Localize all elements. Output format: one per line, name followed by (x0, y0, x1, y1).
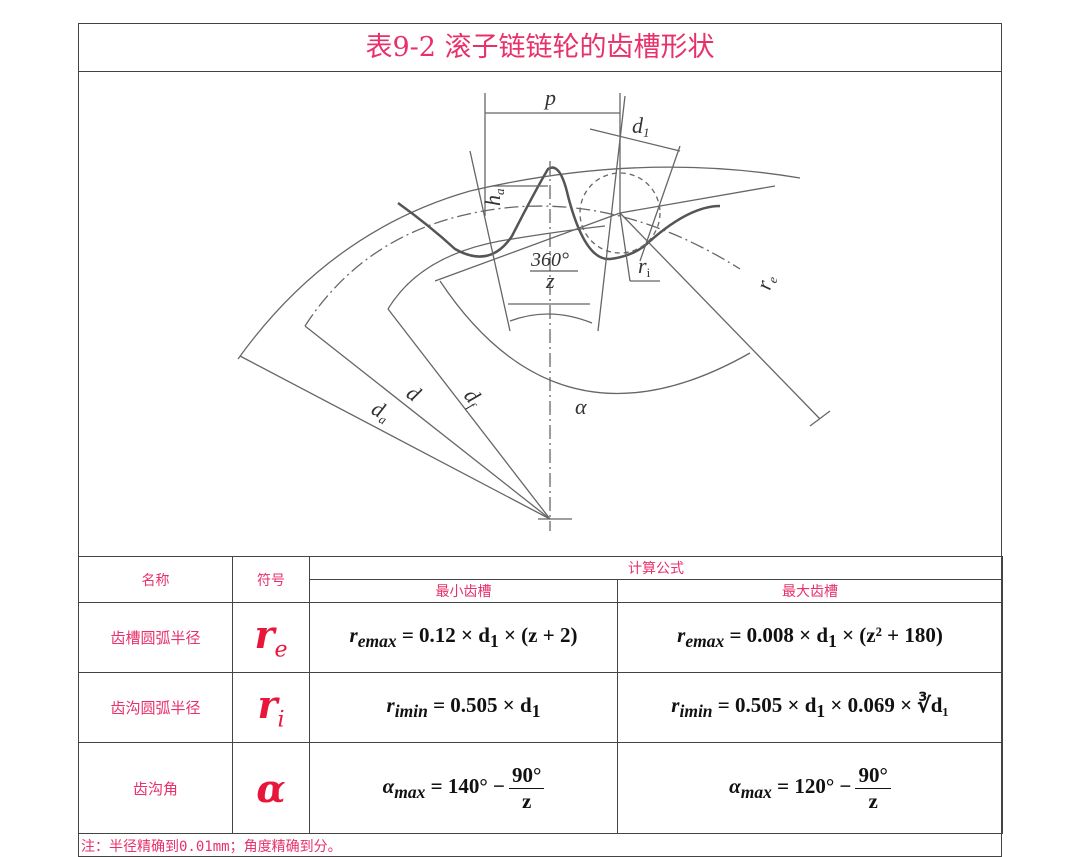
pitch-circle-arc (304, 205, 741, 327)
roller-circle (579, 172, 661, 254)
label-re: re (751, 272, 781, 293)
label-angle-den: z (545, 268, 555, 293)
formula-max: remax = 0.008 × d1 × (z² + 180) (617, 602, 1003, 673)
header-min: 最小齿槽 (309, 579, 618, 603)
tip-circle-arc (237, 166, 801, 360)
header-formula: 计算公式 (309, 556, 1003, 580)
formula-table: 名称 符号 计算公式 最小齿槽 最大齿槽 齿槽圆弧半径 re remax = 0… (78, 556, 1003, 834)
page-title: 表9-2 滚子链链轮的齿槽形状 (79, 24, 1001, 72)
header-max: 最大齿槽 (617, 579, 1003, 603)
label-d: d (402, 380, 426, 407)
header-name: 名称 (78, 556, 233, 603)
row-name: 齿沟角 (78, 742, 233, 834)
header-symbol: 符号 (232, 556, 310, 603)
label-ri: ri (638, 253, 651, 280)
label-angle-num: 360° (530, 249, 569, 271)
divider (79, 833, 1001, 834)
formula-min: rimin = 0.505 × d1 (309, 672, 618, 743)
label-ha: ha (480, 188, 507, 206)
label-p: p (543, 85, 556, 110)
formula-max: αmax = 120° −90°z (617, 742, 1003, 834)
footnote: 注：半径精确到0.01mm；角度精确到分。 (81, 839, 342, 855)
sprocket-tooth-diagram: p d1 ha 360° z ri re d df da α (237, 85, 831, 531)
label-df: df (458, 383, 490, 413)
table-row: 齿沟圆弧半径 ri rimin = 0.505 × d1 rimin = 0.5… (78, 672, 1003, 743)
tooth-profile (397, 166, 721, 261)
formula-min: remax = 0.12 × d1 × (z + 2) (309, 602, 618, 673)
label-da: da (367, 395, 396, 427)
row-name: 齿槽圆弧半径 (78, 602, 233, 673)
row-symbol: re (232, 602, 310, 673)
table-row: 齿沟角 α αmax = 140° −90°z αmax = 120° −90°… (78, 742, 1003, 834)
label-d1: d1 (632, 113, 650, 140)
label-alpha: α (575, 394, 587, 419)
formula-max: rimin = 0.505 × d1 × 0.069 × ∛d₁ (617, 672, 1003, 743)
row-symbol: ri (232, 672, 310, 743)
formula-min: αmax = 140° −90°z (309, 742, 618, 834)
row-name: 齿沟圆弧半径 (78, 672, 233, 743)
table-sheet: 表9-2 滚子链链轮的齿槽形状 (78, 23, 1003, 857)
table-row: 齿槽圆弧半径 re remax = 0.12 × d1 × (z + 2) re… (78, 602, 1003, 673)
row-symbol: α (232, 742, 310, 834)
